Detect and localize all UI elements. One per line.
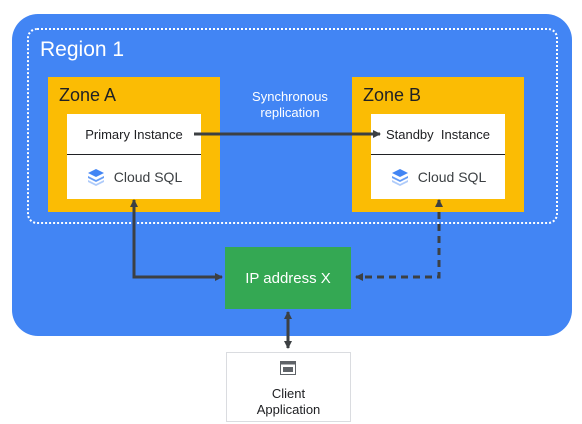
- client-label: Client Application: [227, 386, 350, 418]
- replication-label: Synchronous replication: [226, 89, 354, 121]
- window-icon: [280, 361, 296, 375]
- client-application: Client Application: [226, 352, 351, 422]
- replication-label-line2: replication: [260, 105, 320, 120]
- zone-b: Zone B Standby Instance Cloud SQL: [352, 77, 524, 212]
- standby-instance-label: Standby Instance: [371, 114, 505, 155]
- client-label-line2: Application: [256, 402, 321, 417]
- primary-instance-label: Primary Instance: [67, 114, 201, 155]
- zone-b-service: Cloud SQL: [371, 155, 505, 199]
- cloud-sql-icon: [87, 169, 104, 186]
- cloud-sql-label: Cloud SQL: [113, 169, 183, 185]
- cloud-sql-icon: [391, 169, 408, 186]
- ip-address-box: IP address X: [225, 247, 351, 309]
- replication-label-line1: Synchronous: [252, 89, 328, 104]
- standby-to-ip-arrow: [355, 199, 443, 281]
- zone-a-service: Cloud SQL: [67, 155, 201, 199]
- primary-to-ip-arrow: [130, 199, 223, 281]
- zone-b-card: Standby Instance Cloud SQL: [371, 114, 505, 199]
- client-label-line1: Client: [271, 386, 306, 401]
- zone-a: Zone A Primary Instance Cloud SQL: [48, 77, 220, 212]
- cloud-sql-label: Cloud SQL: [417, 169, 487, 185]
- zone-a-title: Zone A: [59, 85, 117, 105]
- zone-a-card: Primary Instance Cloud SQL: [67, 114, 201, 199]
- region-boundary: [27, 28, 558, 224]
- zone-b-title: Zone B: [363, 85, 422, 105]
- region-title: Region 1: [40, 38, 125, 61]
